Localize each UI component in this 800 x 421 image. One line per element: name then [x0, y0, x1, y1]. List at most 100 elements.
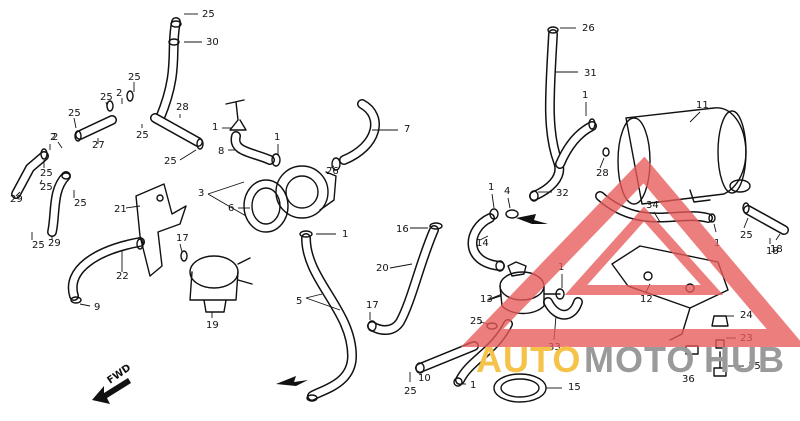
leader-line-3	[207, 181, 247, 217]
callout-1: 1	[470, 380, 476, 391]
hose-29-left	[11, 151, 49, 199]
callout-1: 1	[274, 132, 280, 143]
valve-19	[189, 255, 253, 313]
watermark-auto: AUTO	[476, 339, 581, 380]
callout-25: 25	[740, 230, 753, 241]
callout-31: 31	[584, 68, 597, 79]
hose-18	[743, 205, 789, 235]
bracket-21	[135, 183, 187, 277]
leader-line-5	[305, 293, 341, 311]
callout-6: 6	[228, 203, 234, 214]
leader-line-25	[179, 149, 197, 161]
hose-8	[230, 131, 275, 165]
callout-10: 10	[418, 373, 431, 384]
callout-30: 30	[206, 37, 219, 48]
leader-line-36	[687, 355, 691, 371]
callout-24: 24	[740, 310, 753, 321]
leader-line-25	[743, 217, 749, 229]
callout-17: 17	[366, 300, 379, 311]
callout-33: 33	[548, 342, 561, 353]
callout-3: 3	[198, 188, 204, 199]
callout-25: 25	[100, 92, 113, 103]
canister-11	[617, 107, 751, 205]
callout-25: 25	[164, 156, 177, 167]
leader-line-4	[507, 197, 511, 209]
callout-5: 5	[296, 296, 302, 307]
callout-8: 8	[218, 146, 224, 157]
leader-line-25	[73, 117, 77, 129]
callout-28: 28	[176, 102, 189, 113]
leader-line-13	[491, 293, 503, 299]
leader-line-18	[775, 233, 781, 241]
leader-line-17	[179, 243, 183, 253]
forward-arrow-icon	[92, 378, 131, 404]
hose-20	[367, 225, 439, 335]
callout-2: 2	[116, 88, 122, 99]
callout-18: 18	[766, 246, 779, 257]
clamps	[40, 20, 750, 402]
callout-12: 12	[640, 294, 653, 305]
callout-4: 4	[504, 186, 510, 197]
callout-15: 15	[568, 382, 581, 393]
leader-line-25	[105, 101, 109, 111]
callout-29: 29	[10, 194, 23, 205]
callout-9: 9	[94, 302, 100, 313]
callout-34: 34	[646, 200, 659, 211]
callout-1: 1	[582, 90, 588, 101]
callout-28: 28	[596, 168, 609, 179]
pointer-arrows	[276, 214, 548, 386]
leader-line-26	[329, 165, 335, 169]
callout-2: 2	[52, 132, 58, 143]
callout-25: 25	[202, 9, 215, 20]
hose-33	[543, 297, 583, 320]
callout-29: 29	[48, 238, 61, 249]
hose-10	[415, 341, 479, 373]
hose-31	[529, 29, 565, 201]
callout-26: 26	[326, 166, 339, 177]
t-fitting	[225, 99, 247, 131]
callout-25: 25	[470, 316, 483, 327]
callout-25: 25	[32, 240, 45, 251]
leader-line-29	[15, 191, 21, 197]
hose-5	[301, 233, 357, 401]
leader-line-25	[39, 179, 43, 185]
leader-line-1	[713, 223, 717, 233]
watermark-hub: HUB	[704, 339, 785, 380]
callout-1: 1	[488, 182, 494, 193]
callout-21: 21	[114, 204, 127, 215]
callout-14: 14	[476, 238, 489, 249]
hose-upper-canister	[555, 121, 597, 169]
callout-25: 25	[128, 72, 141, 83]
leader-line-20	[389, 263, 413, 269]
leader-line-28	[599, 157, 605, 169]
callout-1: 1	[342, 229, 348, 240]
callout-7: 7	[404, 124, 410, 135]
callout-11: 11	[696, 100, 709, 111]
hose-14	[467, 213, 505, 271]
callout-22: 22	[116, 271, 129, 282]
leader-line-11	[689, 111, 701, 123]
assembly-3-6	[243, 165, 337, 233]
callout-27: 27	[92, 140, 105, 151]
callout-25: 25	[404, 386, 417, 397]
leader-line-14	[479, 235, 489, 241]
callout-35: 35	[748, 361, 761, 372]
callout-2: 2	[50, 132, 56, 143]
leader-line-2	[57, 141, 63, 149]
hose-30	[155, 17, 181, 123]
callout-36: 36	[682, 374, 695, 385]
callout-16: 16	[396, 224, 409, 235]
hose-27	[75, 115, 117, 140]
callout-26: 26	[582, 23, 595, 34]
callout-19: 19	[206, 320, 219, 331]
hose-29-right	[47, 171, 71, 237]
watermark: AUTO MOTO HUB	[460, 156, 800, 380]
callout-25: 25	[40, 168, 53, 179]
leader-line-21	[125, 205, 141, 209]
leader-line-1	[491, 193, 495, 209]
callout-20: 20	[376, 263, 389, 274]
hose-28	[150, 113, 203, 147]
callout-25: 25	[136, 130, 149, 141]
